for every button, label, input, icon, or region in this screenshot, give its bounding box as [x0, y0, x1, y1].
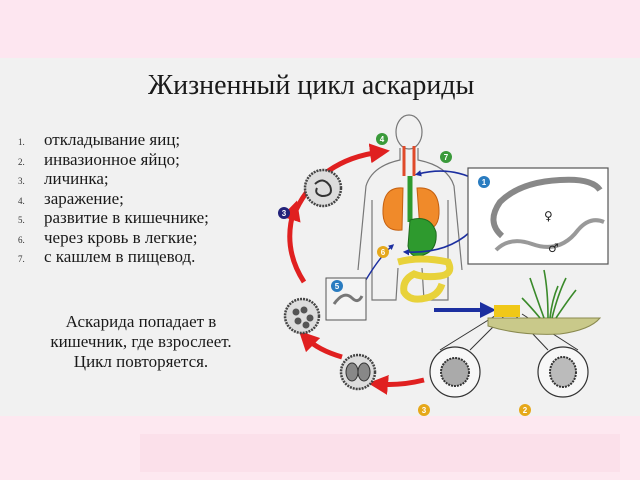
step-item: 4. заражение; — [18, 189, 209, 209]
cycle-note: Аскарида попадает в кишечник, где взросл… — [30, 312, 252, 372]
note-line: Цикл повторяется. — [73, 352, 209, 371]
step-text: инвазионное яйцо; — [44, 149, 180, 169]
magnify-lines — [439, 313, 579, 351]
airway — [402, 146, 416, 176]
step-number: 3. — [18, 176, 25, 186]
slide-title: Жизненный цикл аскариды — [148, 70, 475, 101]
badge-label: 2 — [523, 406, 528, 415]
step-item: 1. откладывание яиц; — [18, 130, 209, 150]
badge-3-navy: 3 — [278, 207, 290, 219]
soil — [487, 317, 602, 335]
male-symbol: ♂ — [548, 241, 559, 255]
egg-top — [303, 168, 343, 208]
step-number: 1. — [18, 137, 25, 147]
badge-4: 4 — [376, 133, 388, 145]
step-number: 5. — [18, 215, 25, 225]
step-text: личинка; — [44, 169, 109, 188]
badge-7: 7 — [440, 151, 452, 163]
note-line: Аскарида попадает в — [65, 312, 217, 331]
cycle-arrow-left — [281, 200, 307, 284]
magnified-egg-right — [537, 346, 589, 398]
step-text: заражение; — [44, 188, 124, 208]
step-text: через кровь в легкие; — [44, 227, 198, 247]
grass — [521, 269, 577, 319]
lung-left — [382, 187, 404, 231]
step-text: с кашлем в пищевод. — [44, 247, 196, 266]
note-line: кишечник, где взрослеет. — [50, 332, 232, 351]
step-number: 7. — [18, 254, 25, 264]
badge-2: 2 — [519, 404, 531, 416]
female-symbol: ♀ — [544, 209, 553, 223]
step-item: 6. через кровь в легкие; — [18, 228, 209, 248]
step-item: 7. с кашлем в пищевод. — [18, 247, 209, 267]
male-worm — [494, 218, 605, 252]
lifecycle-diagram: ♀ ♂ 1 2 3 3 4 5 6 7 — [278, 114, 609, 416]
badge-label: 1 — [482, 178, 487, 187]
larva — [332, 293, 364, 305]
step-text: откладывание яиц; — [44, 130, 181, 149]
badge-5: 5 — [331, 280, 343, 292]
intestine — [397, 255, 454, 303]
bottom-stripe — [140, 434, 620, 472]
badge-6: 6 — [377, 246, 389, 258]
blood-arrow-upper — [414, 170, 477, 181]
step-item: 3. личинка; — [18, 169, 209, 189]
badge-label: 6 — [381, 248, 386, 257]
egg-bottom — [339, 353, 377, 391]
steps-list: 1.откладывание яиц; 2.инвазионное яйцо; … — [18, 130, 209, 267]
badge-1: 1 — [478, 176, 490, 188]
badge-label: 7 — [444, 153, 449, 162]
human-body — [357, 114, 463, 301]
top-band — [0, 0, 640, 58]
step-item: 5. развитие в кишечнике; — [18, 208, 209, 228]
cycle-arrow-bottom — [368, 374, 425, 395]
badge-label: 3 — [422, 406, 427, 415]
badge-label: 4 — [380, 135, 385, 144]
badge-3-yellow: 3 — [418, 404, 430, 416]
badge-label: 5 — [335, 282, 340, 291]
magnified-egg-left — [429, 346, 481, 398]
blood-arrow-lower — [402, 231, 471, 256]
female-worm — [490, 176, 603, 239]
step-number: 2. — [18, 156, 25, 167]
step-item: 2. инвазионное яйцо; — [18, 150, 209, 170]
egg-cluster — [494, 305, 520, 317]
badge-label: 3 — [282, 209, 287, 218]
step-number: 6. — [18, 234, 25, 245]
stomach — [407, 218, 437, 257]
bottom-band — [0, 416, 640, 480]
step-number: 4. — [18, 195, 25, 206]
cycle-arrow-lower-left — [298, 330, 343, 360]
egg-left — [283, 297, 321, 335]
step-text: развитие в кишечнике; — [44, 208, 209, 227]
